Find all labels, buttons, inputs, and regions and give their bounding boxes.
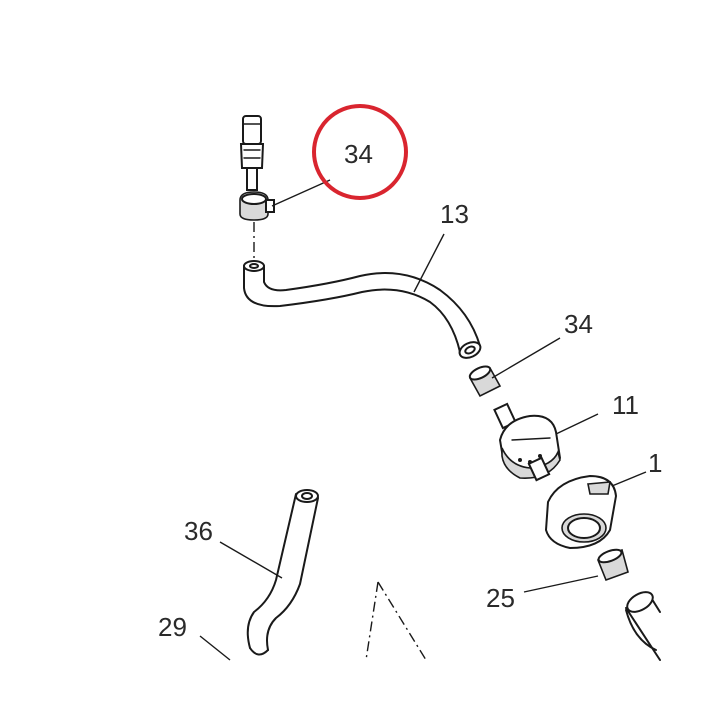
callout-25: 25 [486,583,515,613]
leader-1 [611,471,647,487]
leader-34-middle [491,337,561,379]
hose-clamp-middle [468,365,502,398]
ring-nut-1 [544,474,618,550]
leader-36 [219,541,283,579]
assembly-axis-line-lower-2 [377,581,427,661]
leader-34-top [271,179,331,207]
callout-34-top: 34 [344,139,373,169]
callout-11: 11 [612,390,639,420]
valve-11 [493,402,562,482]
hose-13 [243,260,482,359]
callout-13: 13 [440,199,469,229]
callout-34-middle: 34 [564,309,593,339]
hose-clamp-top [239,191,275,221]
hose-clamp-25 [596,548,629,582]
callout-1: 1 [648,448,662,478]
highlight-circle [312,104,408,200]
lower-hose-right [625,591,661,661]
hose-36 [246,489,319,656]
leader-25 [523,575,599,593]
callout-36: 36 [184,516,213,546]
leader-11 [555,413,599,435]
top-fitting [239,115,265,191]
leader-29 [199,635,231,661]
callout-29: 29 [158,612,187,642]
assembly-axis-line-lower-1 [365,581,379,661]
leader-13 [413,233,445,293]
